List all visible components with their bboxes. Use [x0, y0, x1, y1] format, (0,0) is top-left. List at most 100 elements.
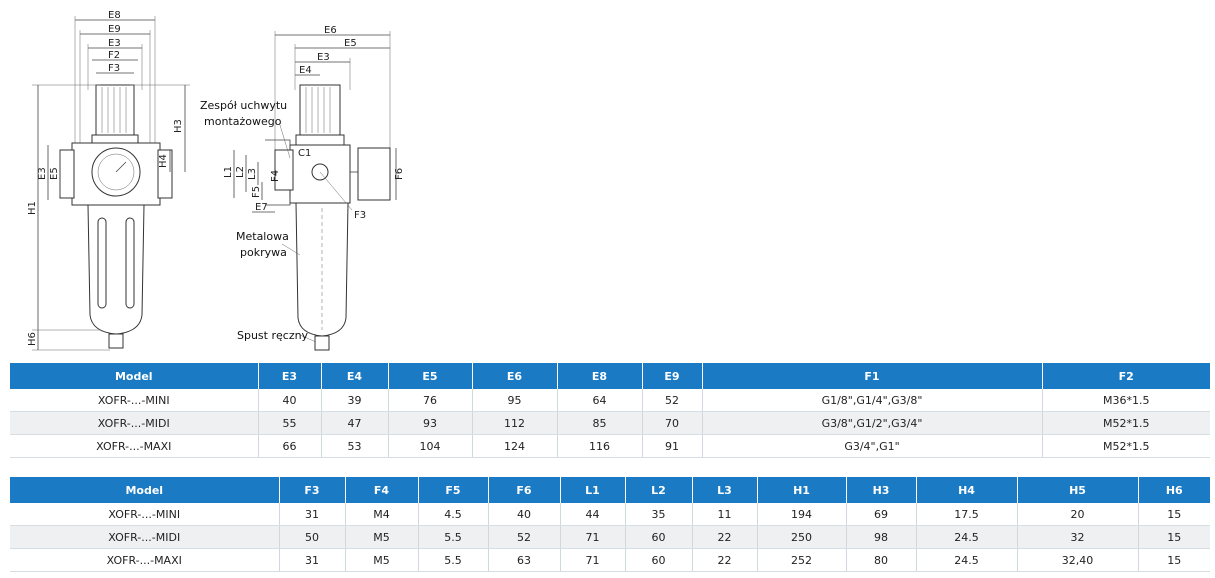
column-header: F6	[488, 477, 561, 503]
table-cell: 15	[1138, 548, 1210, 572]
table-cell: 91	[642, 434, 703, 458]
table-cell: M36*1.5	[1042, 389, 1210, 412]
model-cell: XOFR-...-MINI	[10, 389, 259, 412]
table-cell: 66	[258, 434, 322, 458]
column-header: L3	[692, 477, 758, 503]
dim-e5: E5	[344, 38, 357, 49]
dim-e5-vertical: E5	[49, 167, 60, 180]
table-cell: 24.5	[916, 525, 1018, 549]
dim-e3-top: E3	[317, 52, 330, 63]
column-header: H1	[757, 477, 847, 503]
table-cell: 15	[1138, 503, 1210, 526]
table-cell: 5.5	[418, 548, 489, 572]
table-cell: 44	[560, 503, 626, 526]
column-header: F4	[345, 477, 419, 503]
column-header: L2	[625, 477, 693, 503]
dim-l3: L3	[247, 168, 258, 180]
table-cell: 252	[757, 548, 847, 572]
table-cell: 35	[625, 503, 693, 526]
table-cell: 53	[321, 434, 389, 458]
table-cell: G3/4",G1"	[702, 434, 1043, 458]
table-cell: 104	[388, 434, 473, 458]
table-cell: 194	[757, 503, 847, 526]
table-cell: M52*1.5	[1042, 434, 1210, 458]
table-cell: 60	[625, 548, 693, 572]
column-header: L1	[560, 477, 626, 503]
column-header: F1	[702, 363, 1043, 389]
table-cell: 22	[692, 525, 758, 549]
table-cell: 15	[1138, 525, 1210, 549]
dim-e3-vertical: E3	[37, 167, 48, 180]
model-cell: XOFR-...-MIDI	[10, 525, 280, 549]
table-cell: 39	[321, 389, 389, 412]
annotation-drain: Spust ręczny	[237, 329, 309, 342]
dim-e9: E9	[108, 24, 121, 35]
table-cell: 85	[557, 411, 643, 435]
annotation-cover-line1: Metalowa	[236, 230, 289, 243]
table-cell: 40	[488, 503, 561, 526]
dim-e7: E7	[255, 202, 268, 213]
column-header: E5	[388, 363, 473, 389]
table-cell: 64	[557, 389, 643, 412]
dim-h3: H3	[173, 119, 184, 133]
table-cell: 5.5	[418, 525, 489, 549]
column-header: F5	[418, 477, 489, 503]
table-cell: 250	[757, 525, 847, 549]
dim-f5: F5	[251, 186, 262, 198]
front-view: E8 E9 E3 F2 F3	[27, 10, 190, 351]
table-cell: M5	[345, 525, 419, 549]
table-cell: 31	[279, 503, 346, 526]
table-cell: 50	[279, 525, 346, 549]
column-header: Model	[10, 477, 280, 503]
column-header: E3	[258, 363, 322, 389]
dim-l2: L2	[235, 166, 246, 178]
table-cell: 52	[642, 389, 703, 412]
column-header: E6	[472, 363, 558, 389]
table-cell: 17.5	[916, 503, 1018, 526]
dim-f4: F4	[270, 170, 281, 182]
dim-e4: E4	[299, 65, 312, 76]
dim-e8: E8	[108, 10, 121, 21]
table-cell: 4.5	[418, 503, 489, 526]
column-header: E8	[557, 363, 643, 389]
table-cell: 55	[258, 411, 322, 435]
table-cell: 24.5	[916, 548, 1018, 572]
model-cell: XOFR-...-MIDI	[10, 411, 259, 435]
table-cell: 31	[279, 548, 346, 572]
table-cell: 52	[488, 525, 561, 549]
table-cell: 22	[692, 548, 758, 572]
dim-h1: H1	[27, 201, 38, 215]
dim-h4: H4	[158, 154, 169, 168]
dim-f6: F6	[394, 168, 405, 180]
column-header: H3	[846, 477, 917, 503]
annotation-cover-line2: pokrywa	[240, 246, 287, 259]
table-cell: 20	[1017, 503, 1139, 526]
column-header: H5	[1017, 477, 1139, 503]
dim-e3: E3	[108, 38, 121, 49]
annotation-mounting-line1: Zespół uchwytu	[200, 99, 287, 112]
dim-f2: F2	[108, 50, 120, 61]
table-cell: 116	[557, 434, 643, 458]
model-cell: XOFR-...-MINI	[10, 503, 280, 526]
table-cell: M5	[345, 548, 419, 572]
column-header: E9	[642, 363, 703, 389]
table-cell: M52*1.5	[1042, 411, 1210, 435]
table-cell: M4	[345, 503, 419, 526]
table-cell: 93	[388, 411, 473, 435]
column-header: F3	[279, 477, 346, 503]
column-header: Model	[10, 363, 259, 389]
model-cell: XOFR-...-MAXI	[10, 548, 280, 572]
table-cell: G3/8",G1/2",G3/4"	[702, 411, 1043, 435]
table-cell: 32,40	[1017, 548, 1139, 572]
dim-h6: H6	[27, 332, 38, 346]
table-cell: 76	[388, 389, 473, 412]
table-cell: 70	[642, 411, 703, 435]
table-cell: 63	[488, 548, 561, 572]
table-cell: 95	[472, 389, 558, 412]
